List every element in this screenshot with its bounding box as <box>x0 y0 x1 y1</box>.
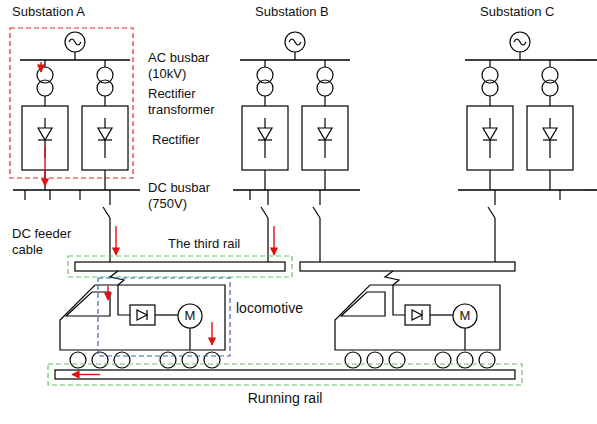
current-flow-arrows-part <box>72 374 100 375</box>
substation-equipment-part <box>233 32 360 190</box>
rail-label: The third rail <box>168 236 263 252</box>
rectifier-label: Rectifier <box>152 132 232 148</box>
substation-name: Substation C <box>480 4 590 20</box>
dc-feeders-part <box>494 218 495 262</box>
third-rail <box>68 256 515 277</box>
dc-feeders-part <box>249 190 250 200</box>
dc-feeders-part <box>319 218 320 262</box>
locomotives-part <box>335 271 500 368</box>
current-flow-arrows-part <box>107 286 108 300</box>
current-flow-arrows-part <box>211 322 212 345</box>
current-flow-arrows-part <box>44 146 45 186</box>
locomotives-part <box>60 271 225 368</box>
dc-feeders-part <box>494 190 495 205</box>
running-rail-part <box>48 364 522 385</box>
substation-name: Substation A <box>12 4 122 20</box>
substation-equipment <box>13 32 597 190</box>
substation-a-boundary-part <box>10 28 133 178</box>
dc-feeders-part <box>49 190 50 200</box>
dc-feeders-part <box>261 207 268 218</box>
current-flow-arrows-part <box>273 226 274 255</box>
substation-a-boundary <box>10 28 133 178</box>
substation-equipment-part <box>575 59 597 61</box>
running-rail-part <box>55 370 515 379</box>
locomotive-label: locomotive <box>236 300 318 316</box>
dc-feeders-part <box>267 190 268 205</box>
current-flow-arrows <box>41 62 274 375</box>
dc-feeders-part <box>24 190 25 200</box>
substation-name: Substation B <box>255 4 365 20</box>
dc-feeders-part <box>319 190 320 205</box>
dc-feeders <box>25 190 560 262</box>
motor-symbol-label: M <box>452 308 478 324</box>
substation-equipment-part <box>585 189 597 191</box>
substation-equipment-part <box>458 32 585 190</box>
current-flow-arrows-part <box>40 62 41 72</box>
locomotives <box>60 271 500 368</box>
busbar-label: DC busbar (750V) <box>148 180 228 212</box>
busbar-label: AC busbar (10kV) <box>148 50 228 82</box>
dc-feeders-part <box>313 207 320 218</box>
third-rail-part <box>68 256 292 277</box>
rail-label: Running rail <box>225 390 345 406</box>
feeder-label: DC feeder cable <box>12 226 92 258</box>
third-rail-part <box>75 262 285 271</box>
dc-feeders-part <box>79 190 80 200</box>
transformer-label: Rectifier transformer <box>148 86 238 118</box>
locomotives-part <box>98 278 230 356</box>
substation-equipment-part <box>13 32 140 190</box>
motor-symbol-label: M <box>177 308 203 324</box>
dc-feeders-part <box>103 207 110 218</box>
third-rail-part <box>300 262 515 271</box>
running-rail <box>48 364 522 385</box>
dc-feeders-part <box>559 190 560 200</box>
dc-feeders-part <box>488 207 495 218</box>
current-flow-arrows-part <box>115 226 116 255</box>
dc-feeders-part <box>109 190 110 205</box>
